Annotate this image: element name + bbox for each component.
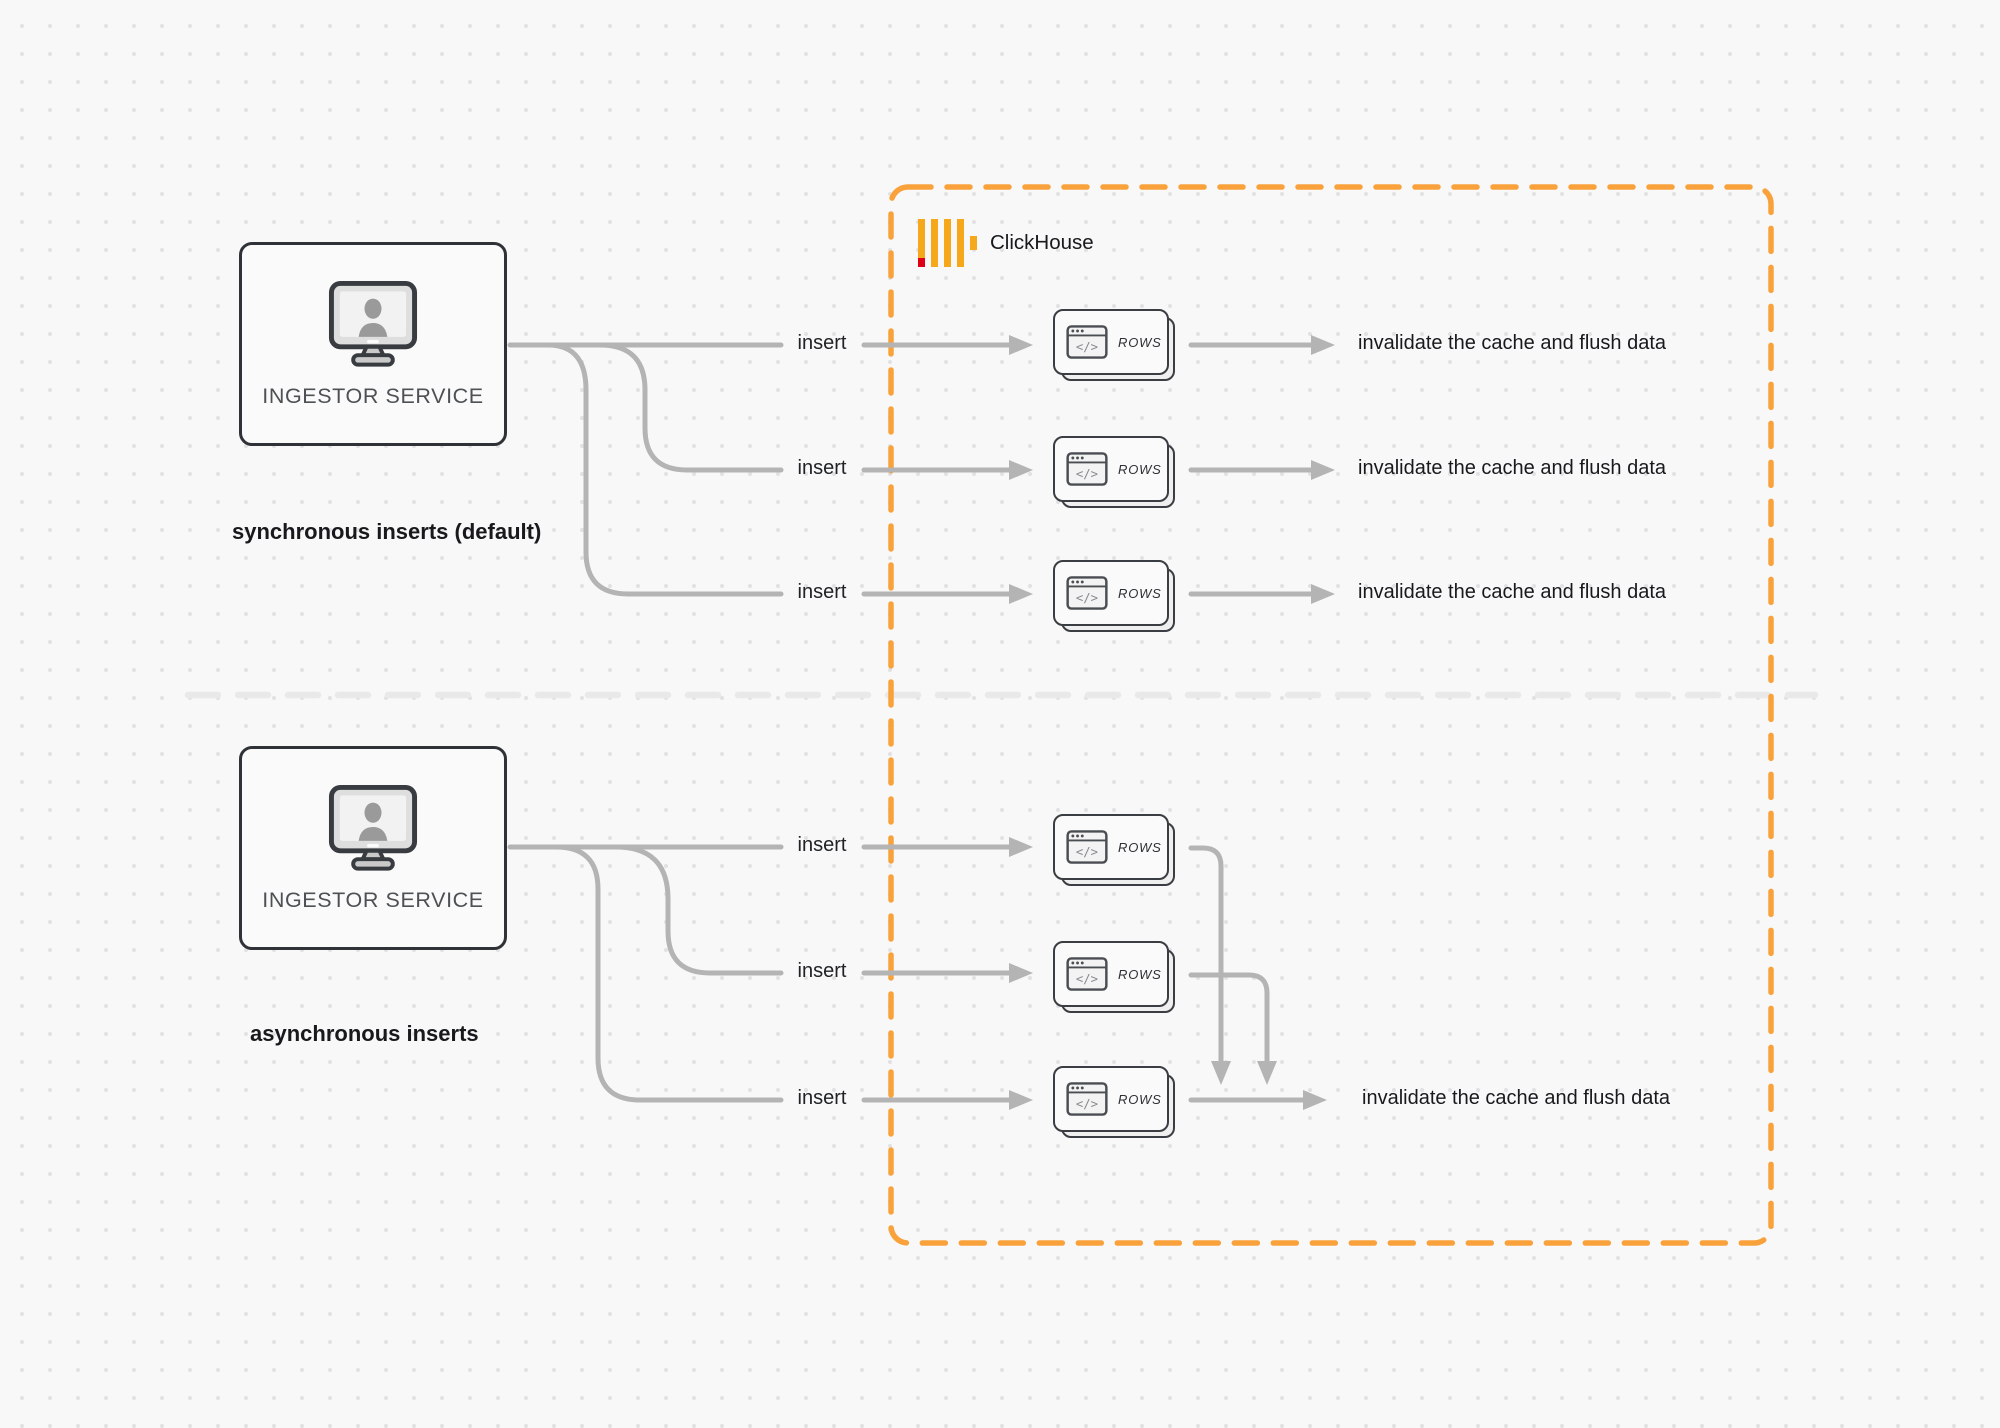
code-glyph: </> — [1076, 972, 1098, 986]
clickhouse-logo-icon — [918, 219, 977, 267]
code-window-icon: </> — [1066, 452, 1108, 486]
code-window-icon: </> — [1066, 957, 1108, 991]
sync-rows-card-3: </> ROWS — [1053, 560, 1177, 634]
card-stack-front: </> ROWS — [1053, 1066, 1169, 1132]
clickhouse-title: ClickHouse — [990, 231, 1094, 254]
async-rows-card-2: </> ROWS — [1053, 941, 1177, 1015]
rows-label: ROWS — [1118, 334, 1162, 350]
code-window-icon: </> — [1066, 325, 1108, 359]
card-stack-front: </> ROWS — [1053, 309, 1169, 375]
monitor-user-icon — [328, 280, 418, 367]
card-stack-front: </> ROWS — [1053, 814, 1169, 880]
async-insert-label-1: insert — [797, 834, 847, 856]
card-stack-front: </> ROWS — [1053, 436, 1169, 502]
sync-insert-label-2: insert — [797, 457, 847, 479]
rows-label: ROWS — [1118, 585, 1162, 601]
sync-result-label-2: invalidate the cache and flush data — [1358, 457, 1666, 479]
async-insert-label-3: insert — [797, 1087, 847, 1109]
rows-label: ROWS — [1118, 461, 1162, 477]
code-glyph: </> — [1076, 467, 1098, 481]
sync-insert-label-1: insert — [797, 332, 847, 354]
sync-ingestor-service-box: INGESTOR SERVICE — [239, 242, 507, 446]
sync-result-label-1: invalidate the cache and flush data — [1358, 332, 1666, 354]
async-ingestor-service-box: INGESTOR SERVICE — [239, 746, 507, 950]
sync-rows-card-2: </> ROWS — [1053, 436, 1177, 510]
code-window-icon: </> — [1066, 830, 1108, 864]
code-glyph: </> — [1076, 591, 1098, 605]
ingestor-service-label: INGESTOR SERVICE — [262, 887, 484, 912]
async-rows-card-3: </> ROWS — [1053, 1066, 1177, 1140]
card-stack-front: </> ROWS — [1053, 941, 1169, 1007]
code-glyph: </> — [1076, 340, 1098, 354]
code-glyph: </> — [1076, 845, 1098, 859]
rows-label: ROWS — [1118, 839, 1162, 855]
sync-connectors — [507, 335, 1335, 604]
sync-result-label-3: invalidate the cache and flush data — [1358, 581, 1666, 603]
async-rows-card-1: </> ROWS — [1053, 814, 1177, 888]
rows-label: ROWS — [1118, 1091, 1162, 1107]
clickhouse-dashed-border — [888, 184, 1774, 1246]
code-window-icon: </> — [1066, 576, 1108, 610]
async-connectors — [507, 837, 1327, 1110]
rows-label: ROWS — [1118, 966, 1162, 982]
sync-section-caption: synchronous inserts (default) — [232, 519, 542, 544]
code-window-icon: </> — [1066, 1082, 1108, 1116]
sync-insert-label-3: insert — [797, 581, 847, 603]
ingestor-service-label: INGESTOR SERVICE — [262, 383, 484, 408]
async-result-label: invalidate the cache and flush data — [1362, 1087, 1670, 1109]
async-insert-label-2: insert — [797, 960, 847, 982]
monitor-user-icon — [328, 784, 418, 871]
code-glyph: </> — [1076, 1097, 1098, 1111]
sync-rows-card-1: </> ROWS — [1053, 309, 1177, 383]
async-section-caption: asynchronous inserts — [250, 1021, 479, 1046]
card-stack-front: </> ROWS — [1053, 560, 1169, 626]
